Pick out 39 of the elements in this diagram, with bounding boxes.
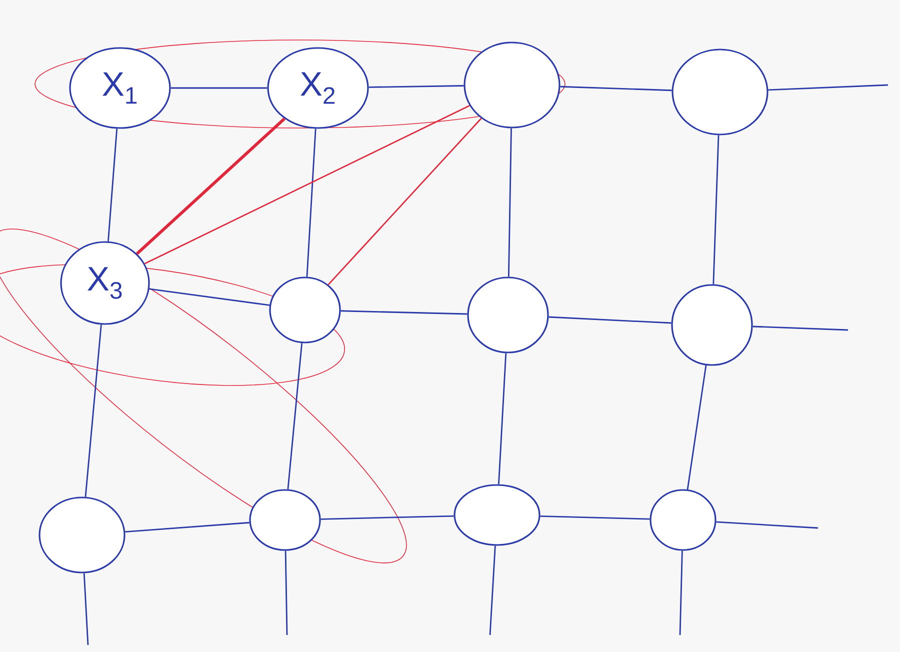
- line: [108, 128, 118, 242]
- line: [170, 87, 268, 89]
- line: [548, 316, 672, 324]
- circle-node: [671, 284, 753, 366]
- circle-node: [38, 496, 126, 574]
- line: [540, 515, 650, 520]
- line: [679, 550, 683, 636]
- variable-node: X$_{1}$: [69, 47, 171, 129]
- clique-line: [136, 118, 286, 255]
- circle-node: [464, 42, 560, 128]
- line: [84, 324, 102, 497]
- line: [712, 135, 720, 284]
- line: [320, 515, 454, 520]
- circle-node: [650, 489, 716, 551]
- circle-node: [454, 484, 540, 546]
- variable-node: X$_{3}$: [60, 241, 150, 325]
- line: [508, 128, 512, 277]
- line: [768, 84, 888, 91]
- line: [125, 522, 250, 532]
- clique-line: [328, 118, 482, 286]
- line: [498, 353, 507, 484]
- line: [306, 128, 316, 277]
- circle-node: [269, 276, 341, 344]
- line: [149, 288, 270, 306]
- line: [368, 85, 464, 88]
- line: [340, 310, 468, 315]
- line: [752, 326, 848, 331]
- clique-line: [144, 105, 470, 264]
- line: [284, 550, 288, 635]
- line: [686, 365, 707, 490]
- circle-node: [672, 48, 768, 136]
- line: [83, 573, 89, 646]
- circle-node: [467, 276, 549, 354]
- line: [287, 343, 303, 490]
- line: [560, 86, 672, 92]
- line: [716, 521, 818, 529]
- variable-node: X$_{2}$: [267, 47, 369, 129]
- circle-node: [249, 489, 321, 551]
- line: [489, 546, 496, 636]
